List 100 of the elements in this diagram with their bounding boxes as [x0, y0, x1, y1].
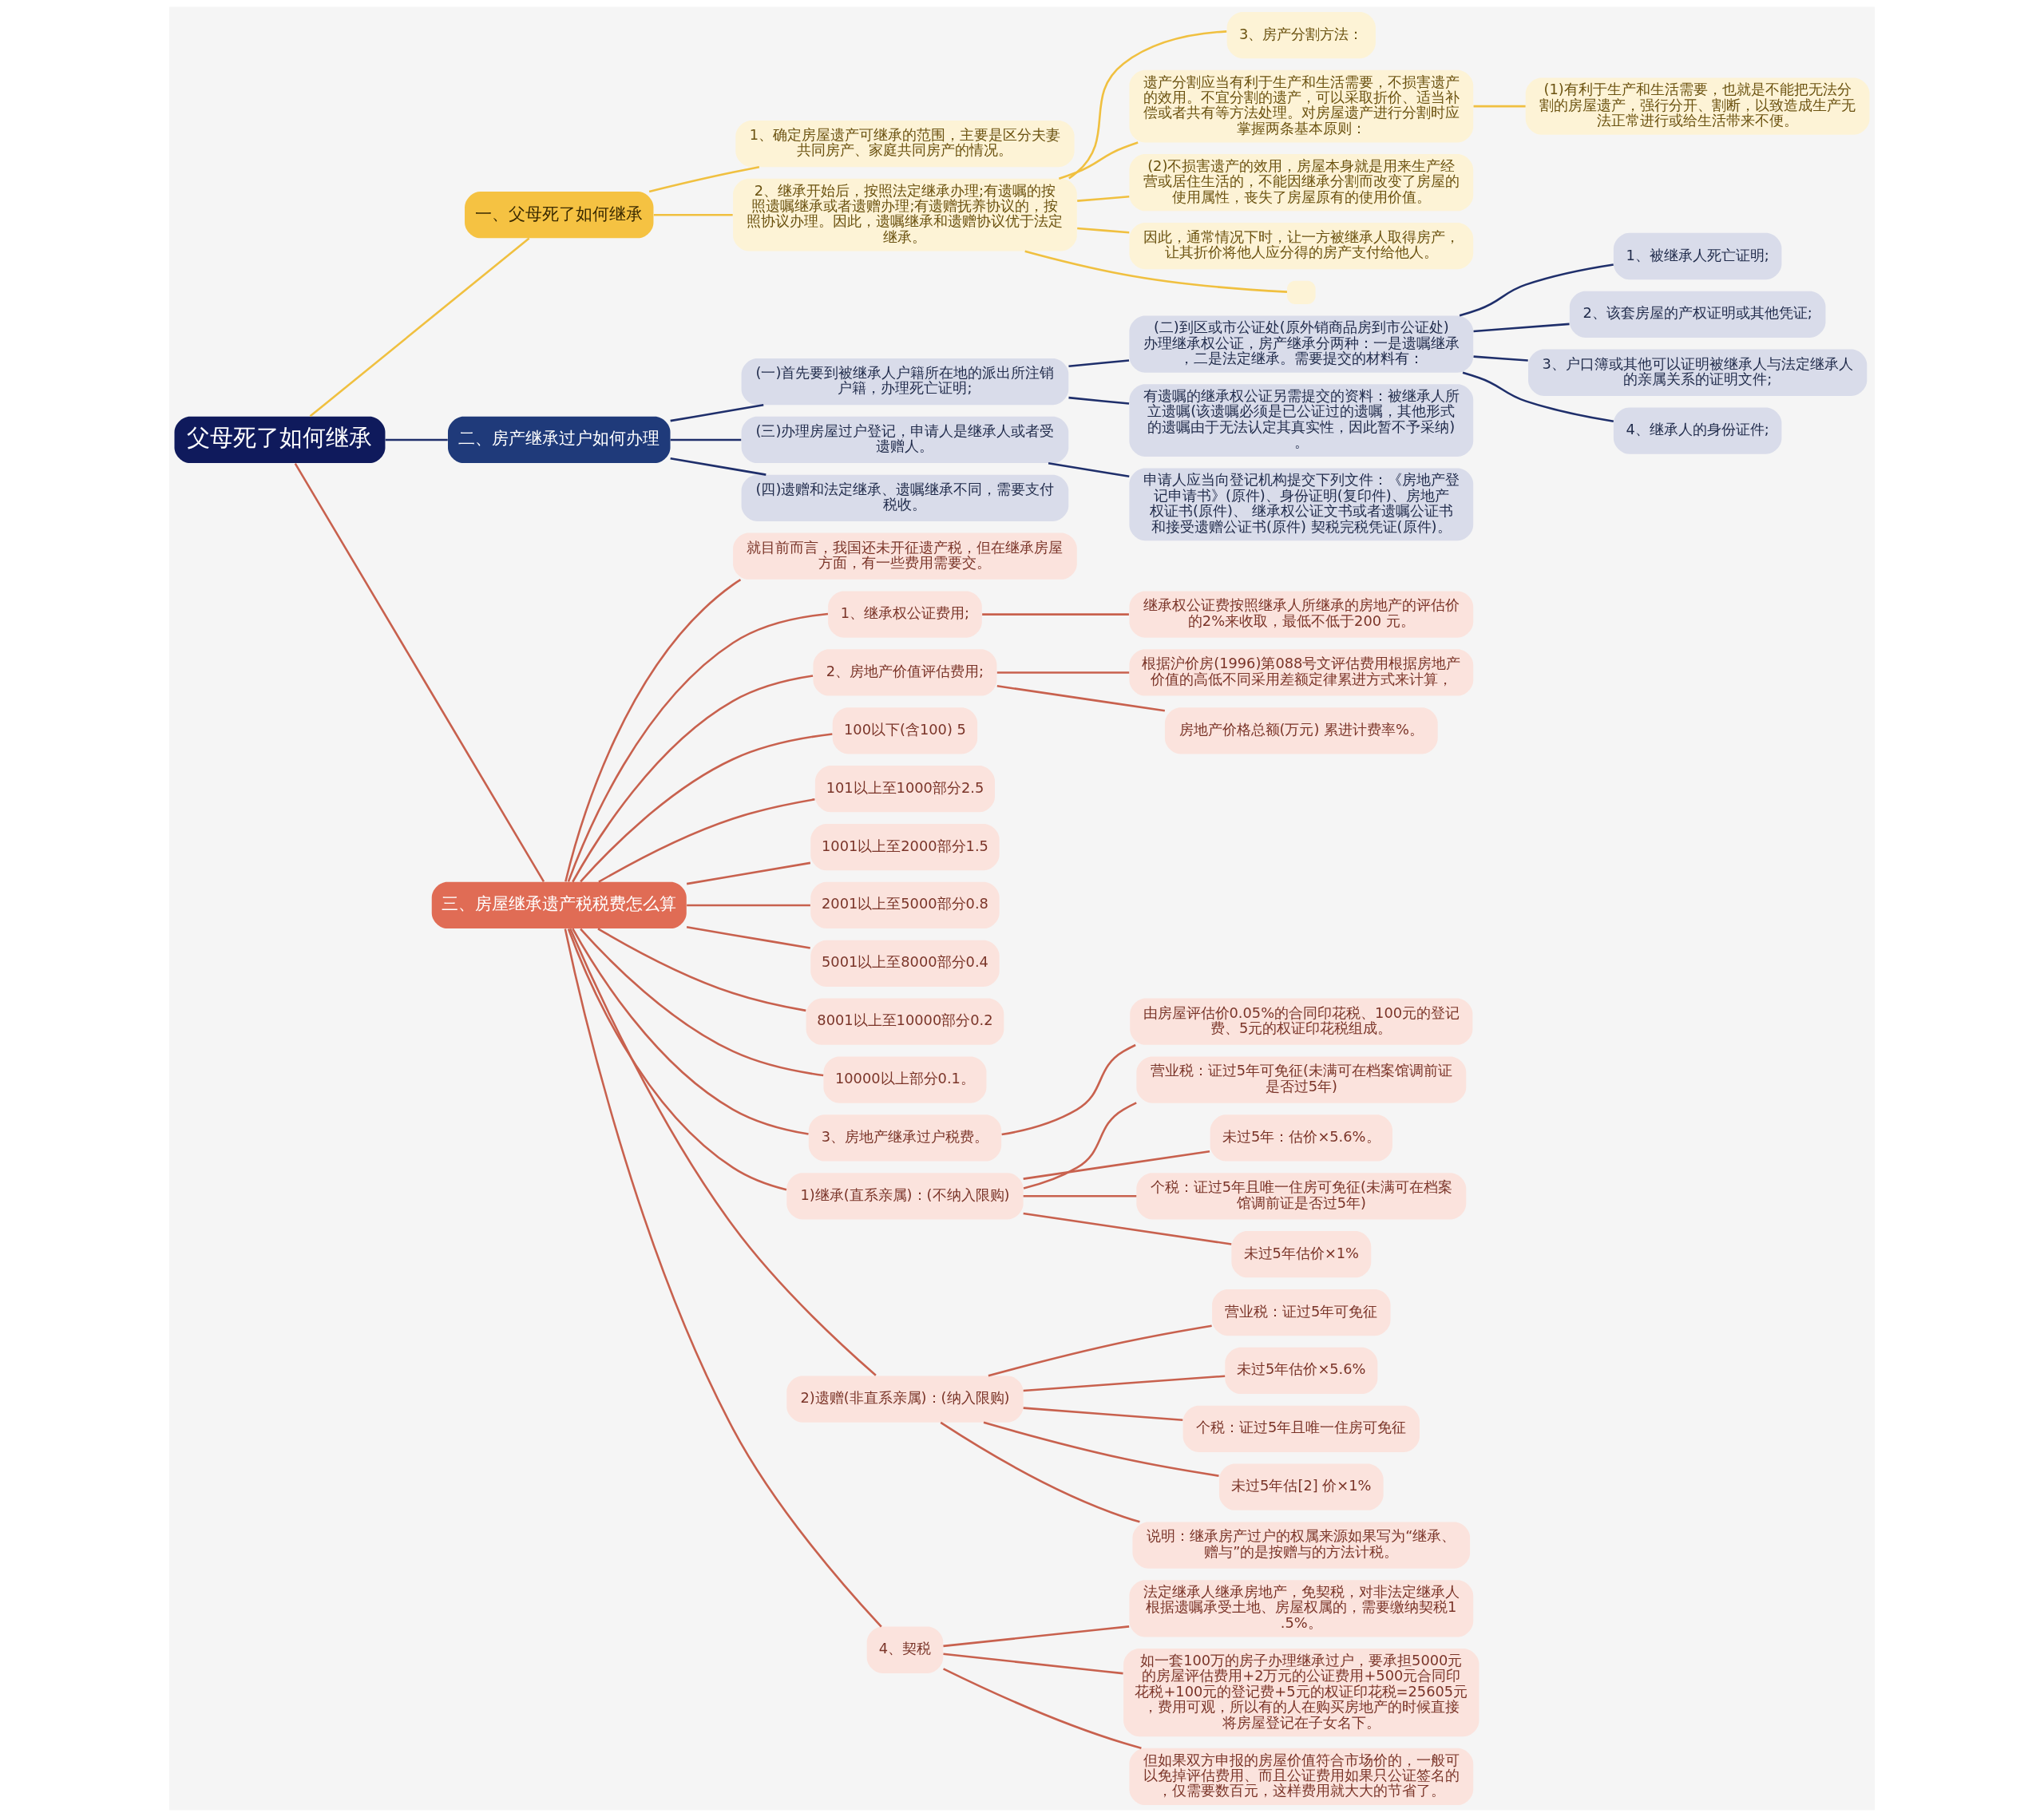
node-box: 3、户口簿或其他可以证明被继承人与法定继承人的亲属关系的证明文件; — [1528, 349, 1868, 396]
node-box: 二、房产继承过户如何办理 — [448, 416, 671, 464]
node-box: 10000以上部分0.1。 — [823, 1056, 987, 1103]
node-box: 未过5年估价×1% — [1231, 1231, 1372, 1278]
connector — [1023, 1375, 1226, 1392]
connector — [1023, 1150, 1210, 1180]
connector — [1023, 1102, 1137, 1190]
connector — [988, 1324, 1212, 1377]
node-box: 说明：继承房产过户的权属来源如果写为“继承、赠与”的是按赠与的方法计税。 — [1132, 1522, 1471, 1569]
node-box — [1287, 280, 1316, 304]
node-box: 2、该套房屋的产权证明或其他凭证; — [1569, 291, 1826, 338]
connector — [597, 928, 806, 1012]
connector — [943, 1625, 1130, 1648]
node-box: 申请人应当向登记机构提交下列文件：《房地产登记申请书》(原件)、身份证明(复印件)、房地产权证书(原件)、 继承权公证文书或者遗嘱公证书和接受遗赠公证书(原件) 契税完税凭证(原件)。 — [1129, 468, 1474, 541]
node-box: (1)有利于生产和生活需要，也就是不能把无法分割的房屋遗产，强行分开、割断，以致造成生产无法正常进行或给生活带来不便。 — [1525, 77, 1870, 135]
node-box: 5001以上至8000部分0.4 — [810, 940, 1000, 987]
connector — [567, 928, 787, 1191]
connector — [580, 928, 824, 1077]
node-box: 但如果双方申报的房屋价值符合市场价的，一般可以免掉评估费用、而且公证费用如果只公证签名的，仅需要数百元，这样费用就大大的节省了。 — [1129, 1748, 1474, 1806]
node-box: 101以上至1000部分2.5 — [814, 766, 995, 813]
node-box: 3、房产分割方法： — [1226, 11, 1376, 59]
connector — [686, 926, 810, 949]
connector — [1023, 1195, 1137, 1197]
connector — [1077, 195, 1130, 202]
connector — [1048, 461, 1130, 478]
connector — [982, 613, 1129, 616]
connector — [670, 438, 742, 441]
node-box: 8001以上至10000部分0.2 — [806, 998, 1004, 1045]
connector — [653, 213, 733, 216]
connector — [1001, 1043, 1136, 1136]
connector — [940, 1421, 1140, 1523]
node-box: 法定继承人继承房地产，免契税，对非法定继承人根据遗嘱承受土地、房屋权属的，需要缴纳契税1.5%。 — [1129, 1580, 1474, 1637]
node-box: 1)继承(直系亲属)：(不纳入限购) — [786, 1173, 1024, 1220]
node-box: 遗产分割应当有利于生产和生活需要，不损害遗产的效用。不宜分割的遗产，可以采取折价、适当补偿或者共有等方法处理。对房屋遗产进行分割时应掌握两条基本原则： — [1129, 69, 1474, 143]
connector — [670, 457, 766, 476]
node-box: 1、被继承人死亡证明; — [1613, 232, 1782, 280]
connector — [943, 1653, 1123, 1675]
node-box: 三、房屋继承遗产税税费怎么算 — [431, 881, 687, 929]
connector — [569, 928, 877, 1376]
node-box: 一、父母死了如何继承 — [465, 192, 654, 239]
connector — [983, 1421, 1219, 1477]
connector — [598, 798, 815, 883]
node-box: 4、继承人的身份证件; — [1613, 407, 1782, 454]
node-box: 由房屋评估价0.05%的合同印花税、100元的登记费、5元的权证印花税组成。 — [1130, 998, 1473, 1045]
node-box: 营业税：证过5年可免征(未满可在档案馆调前证是否过5年) — [1136, 1056, 1467, 1103]
connector — [564, 579, 742, 882]
connector — [580, 733, 833, 883]
connector — [1462, 371, 1614, 423]
connector — [1023, 1212, 1232, 1245]
node-box: 1001以上至2000部分1.5 — [810, 823, 1000, 871]
node-box: 根据沪价房(1996)第088号文评估费用根据房地产价值的高低不同采用差额定律累进方式来计算， — [1129, 649, 1474, 696]
connector — [687, 904, 810, 907]
node-box: (二)到区或市公证处(原外销商品房到市公证处)办理继承权公证，房产继承分两种：一是遗嘱继承，二是法定继承。需要提交的材料有： — [1129, 315, 1474, 373]
node-box: 个税：证过5年且唯一住房可免征(未满可在档案馆调前证是否过5年) — [1136, 1173, 1467, 1220]
node-box: 未过5年估[2] 价×1% — [1218, 1463, 1384, 1510]
node-box: 继承权公证费按照继承人所继承的房地产的评估价的2%来收取，最低不低于200 元。 — [1129, 591, 1474, 638]
connector — [1077, 227, 1130, 234]
connector — [996, 671, 1130, 674]
connector — [648, 166, 760, 193]
connector — [943, 1668, 1142, 1749]
node-box: 100以下(含100) 5 — [832, 707, 978, 754]
connector — [996, 685, 1166, 712]
connector — [294, 463, 545, 882]
node-box: (一)首先要到被继承人户籍所在地的派出所注销户籍，办理死亡证明; — [741, 358, 1069, 406]
node-box: 未过5年：估价×5.6%。 — [1210, 1114, 1392, 1162]
connector — [1473, 355, 1528, 362]
node-box: 2、继承开始后，按照法定继承办理;有遗嘱的按照遗嘱继承或者遗赠办理;有遗赠抚养协议的，按照协议办理。因此，遗嘱继承和遗赠协议优于法定继承。 — [733, 178, 1077, 251]
connector — [385, 438, 448, 441]
connector — [1023, 1407, 1183, 1421]
node-box: 营业税：证过5年可免征 — [1212, 1289, 1391, 1336]
node-box: (2)不损害遗产的效用，房屋本身就是用来生产经营或居住生活的，不能因继承分割而改变了房屋的使用属性，丧失了房屋原有的使用价值。 — [1129, 154, 1474, 212]
node-box: 有遗嘱的继承权公证另需提交的资料：被继承人所立遗嘱(该遗嘱必须是已公证过的遗嘱，其他形式的遗嘱由于无法认定其真实性，因此暂不予采纳)。 — [1129, 384, 1474, 457]
node-box: 1、确定房屋遗产可继承的范围，主要是区分夫妻共同房产、家庭共同房产的情况。 — [735, 120, 1075, 168]
connector — [686, 861, 811, 885]
connector — [1068, 359, 1130, 367]
node-box: 4、契税 — [866, 1626, 944, 1673]
connector — [1068, 30, 1227, 180]
connector — [567, 612, 829, 882]
connector — [1473, 323, 1570, 333]
connector — [564, 928, 882, 1628]
node-box: 2、房地产价值评估费用; — [813, 649, 997, 696]
connector — [572, 928, 809, 1135]
node-box: 如一套100万的房子办理继承过户，要承担5000元的房屋评估费用+2万元的公证费用+500元合同印花税+100元的登记费+5元的权证印花税=25605元，费用可观，所以有的人在购买房地产的时候直接将房屋登记在子女名下。 — [1123, 1649, 1480, 1737]
node-box: 房地产价格总额(万元) 累进计费率%。 — [1164, 707, 1438, 754]
node-box: 个税：证过5年且唯一住房可免征 — [1182, 1405, 1420, 1452]
connector — [1473, 105, 1526, 108]
node-box: 3、房地产继承过户税费。 — [808, 1114, 1002, 1162]
node-box: 2001以上至5000部分0.8 — [810, 881, 1000, 929]
connector — [1024, 250, 1288, 293]
connector — [1058, 141, 1139, 180]
connector — [1068, 396, 1130, 405]
node-box: 就目前而言，我国还未开征遗产税，但在继承房屋方面，有一些费用需要交。 — [733, 532, 1077, 580]
connector — [1459, 263, 1614, 317]
node-box: 1、继承权公证费用; — [828, 591, 982, 638]
node-box: 2)遗赠(非直系亲属)：(纳入限购) — [786, 1376, 1024, 1423]
node-box: (三)办理房屋过户登记，申请人是继承人或者受遗赠人。 — [741, 416, 1069, 464]
connector — [309, 237, 530, 418]
node-box: 因此，通常情况下时，让一方被继承人取得房产，让其折价将他人应分得的房产支付给他人。 — [1129, 222, 1474, 270]
node-box: 未过5年估价×5.6% — [1225, 1347, 1378, 1395]
connector — [670, 404, 764, 422]
